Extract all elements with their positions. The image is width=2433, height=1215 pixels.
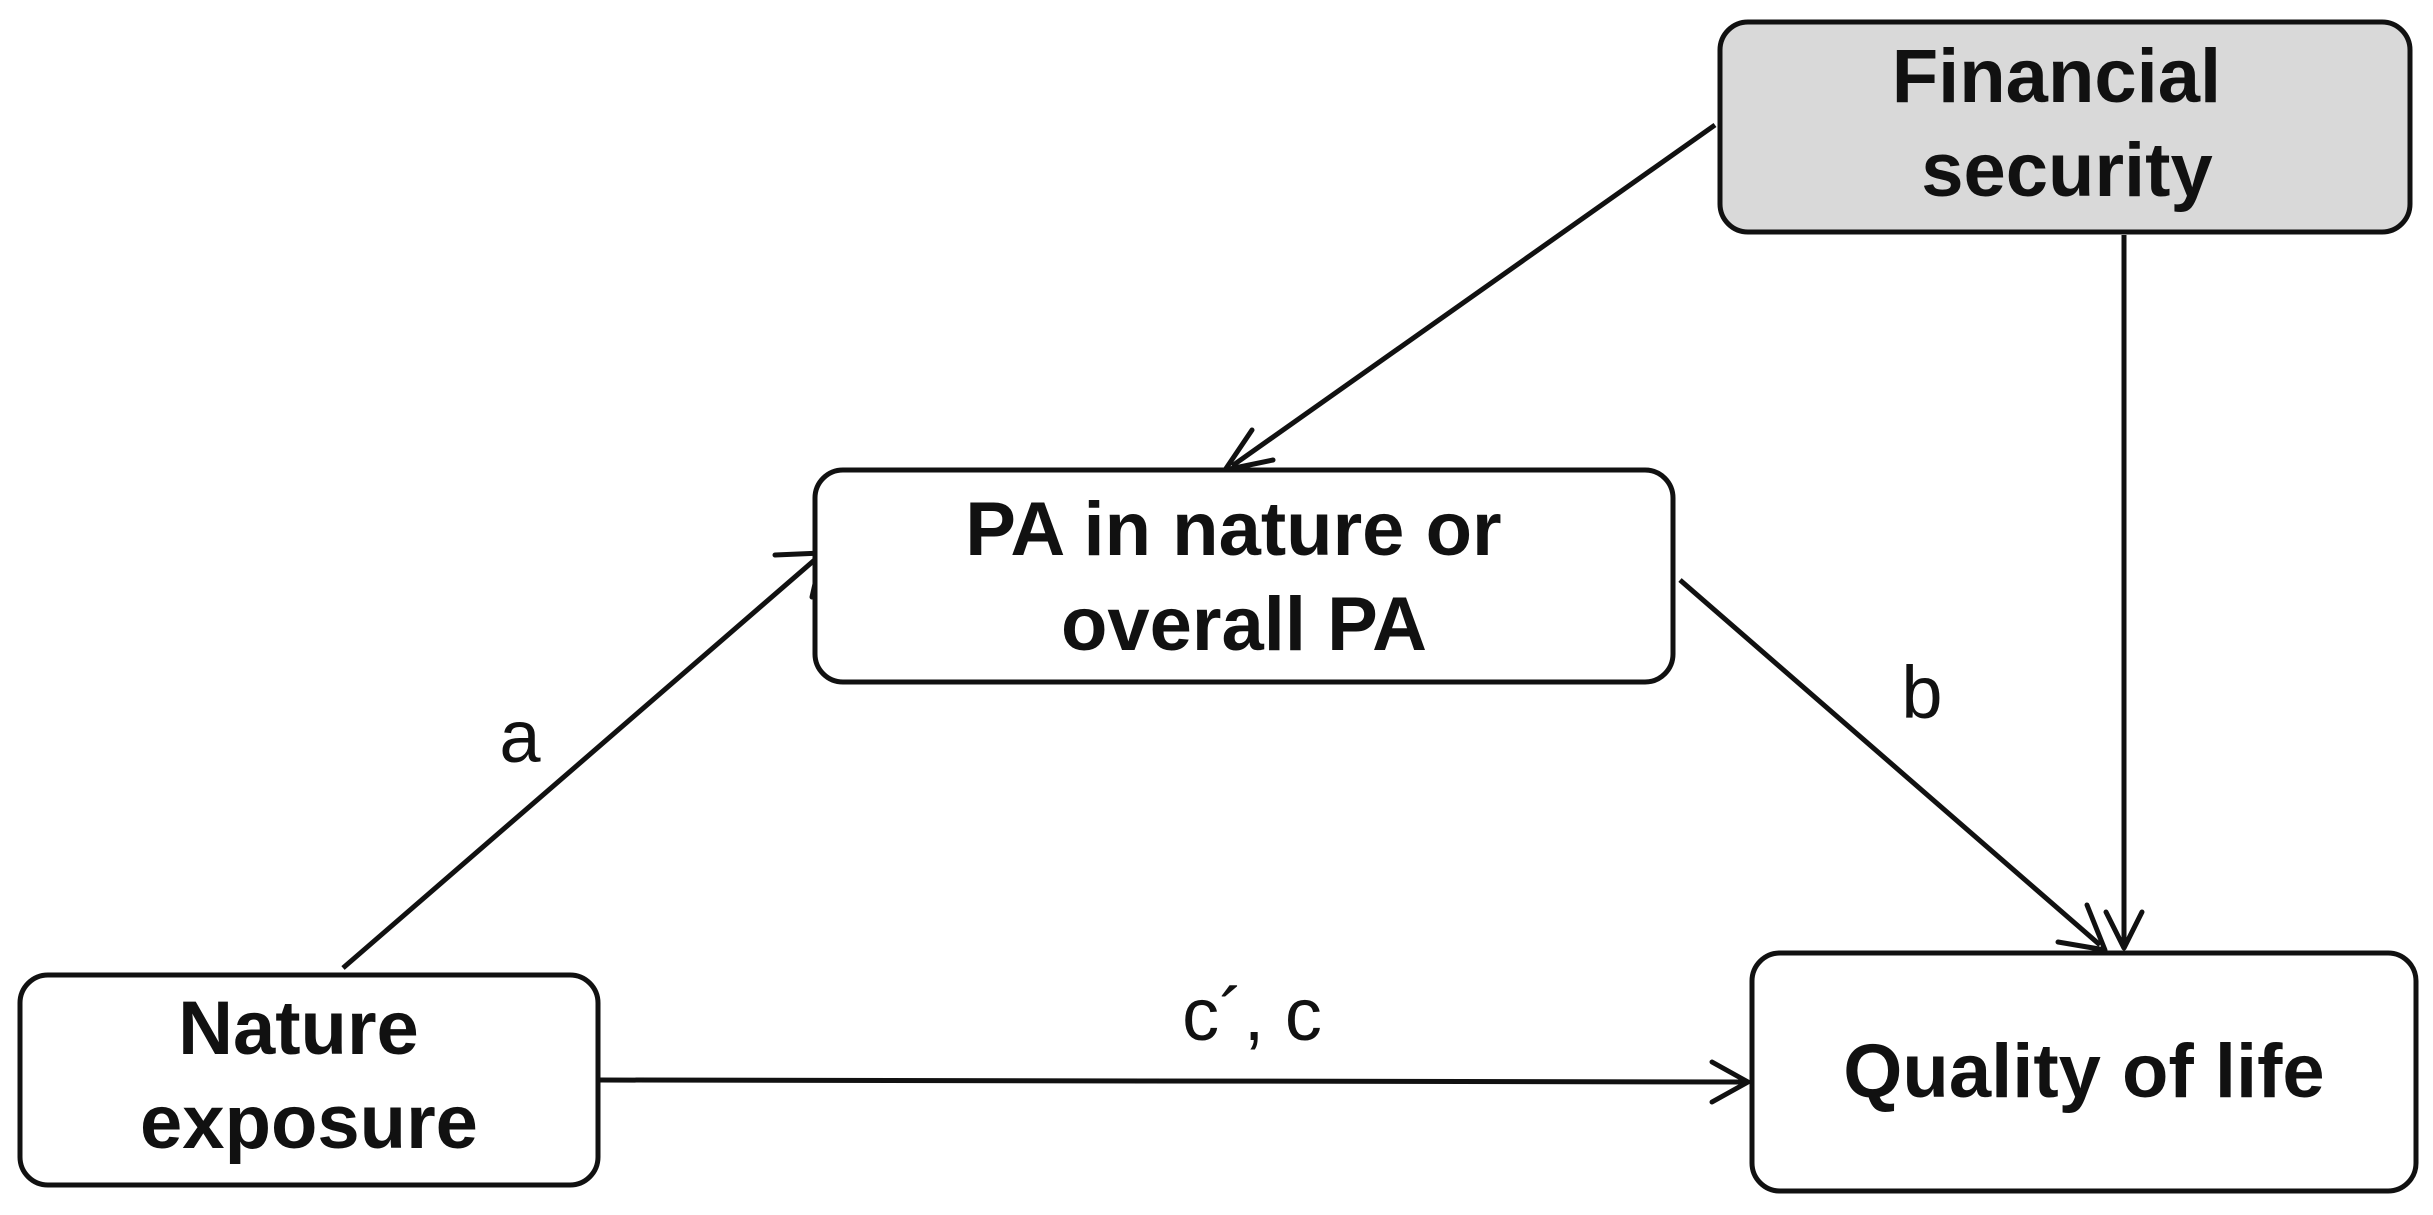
node-label-nature-exposure-line-1: Nature xyxy=(178,986,419,1071)
arrowhead-financial-to-qol xyxy=(2103,909,2145,951)
node-box-financial-security xyxy=(1717,19,2413,235)
node-quality-of-life: Quality of life xyxy=(1749,950,2419,1194)
edge-nature-to-pa xyxy=(341,555,820,970)
edge-nature-to-qol xyxy=(599,1077,1746,1085)
node-nature-exposure: Nature exposure xyxy=(17,972,601,1188)
svg-text:Quality of life: Quality of life xyxy=(1843,1029,2324,1114)
node-label-quality-of-life: Quality of life xyxy=(1843,1029,2324,1114)
node-box-pa xyxy=(812,467,1676,685)
node-box-quality-of-life xyxy=(1749,950,2419,1194)
node-label-nature-exposure-line-2: exposure xyxy=(140,1080,478,1165)
edge-label-b: b xyxy=(1901,651,1942,734)
node-label-financial-security-line-2: security xyxy=(1921,128,2213,213)
arrowhead-nature-to-qol xyxy=(1709,1059,1751,1105)
node-label-pa-line-2: overall PA xyxy=(1061,582,1427,667)
node-label-pa-line-1: PA in nature or xyxy=(965,487,1501,572)
edges xyxy=(341,122,2145,1105)
svg-text:Financial security: Financial security xyxy=(1892,34,2243,213)
svg-text:Nature exposure: Nature exposure xyxy=(140,986,478,1165)
svg-text:PA in nature or overall: PA in nature or overall PA xyxy=(965,487,1522,667)
node-box-nature-exposure xyxy=(17,972,601,1188)
edge-financial-to-pa xyxy=(1230,122,1717,469)
node-pa: PA in nature or overall PA xyxy=(812,467,1676,685)
arrowhead-pa-to-qol xyxy=(2055,902,2108,953)
edge-pa-to-qol xyxy=(1678,578,2102,947)
edge-label-a: a xyxy=(499,695,541,778)
node-financial-security: Financial security xyxy=(1717,19,2413,235)
edge-label-c: c´, c xyxy=(1182,973,1322,1056)
edge-labels: a b c´, c xyxy=(499,651,1942,1056)
node-label-financial-security-line-1: Financial xyxy=(1892,34,2221,119)
